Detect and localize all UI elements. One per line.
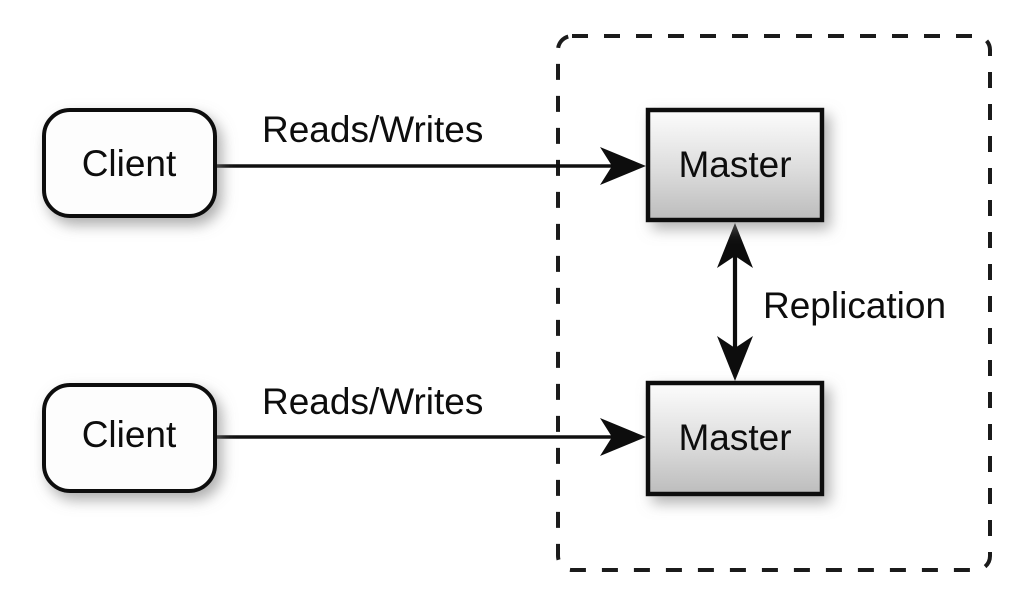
replication-arrowhead-down-icon [717, 336, 753, 381]
edge-top-label: Reads/Writes [262, 109, 483, 150]
master-top-shape[interactable] [645, 107, 825, 223]
master-cluster-group [556, 34, 992, 572]
master-cluster-boundary [556, 34, 992, 572]
client-bottom-label: Client [82, 414, 177, 455]
client-bottom-shape[interactable] [42, 383, 217, 493]
node-master-top[interactable] [645, 107, 825, 223]
master-top-label: Master [678, 144, 791, 185]
node-client-bottom[interactable] [42, 383, 217, 493]
edge-top-arrowhead-icon [600, 147, 646, 185]
edge-bottom-arrowhead-icon [600, 418, 646, 456]
edge-bottom-connector [215, 418, 646, 456]
edge-top-connector [215, 147, 646, 185]
client-top-label: Client [82, 143, 177, 184]
node-master-bottom[interactable] [645, 380, 825, 497]
edge-replication-label: Replication [763, 285, 946, 326]
node-client-top[interactable] [42, 108, 217, 218]
client-top-shape[interactable] [42, 108, 217, 218]
master-bottom-shape[interactable] [645, 380, 825, 497]
edge-bottom-label: Reads/Writes [262, 381, 483, 422]
master-bottom-label: Master [678, 417, 791, 458]
replication-arrowhead-up-icon [717, 223, 753, 268]
edge-replication-connector [717, 223, 753, 381]
